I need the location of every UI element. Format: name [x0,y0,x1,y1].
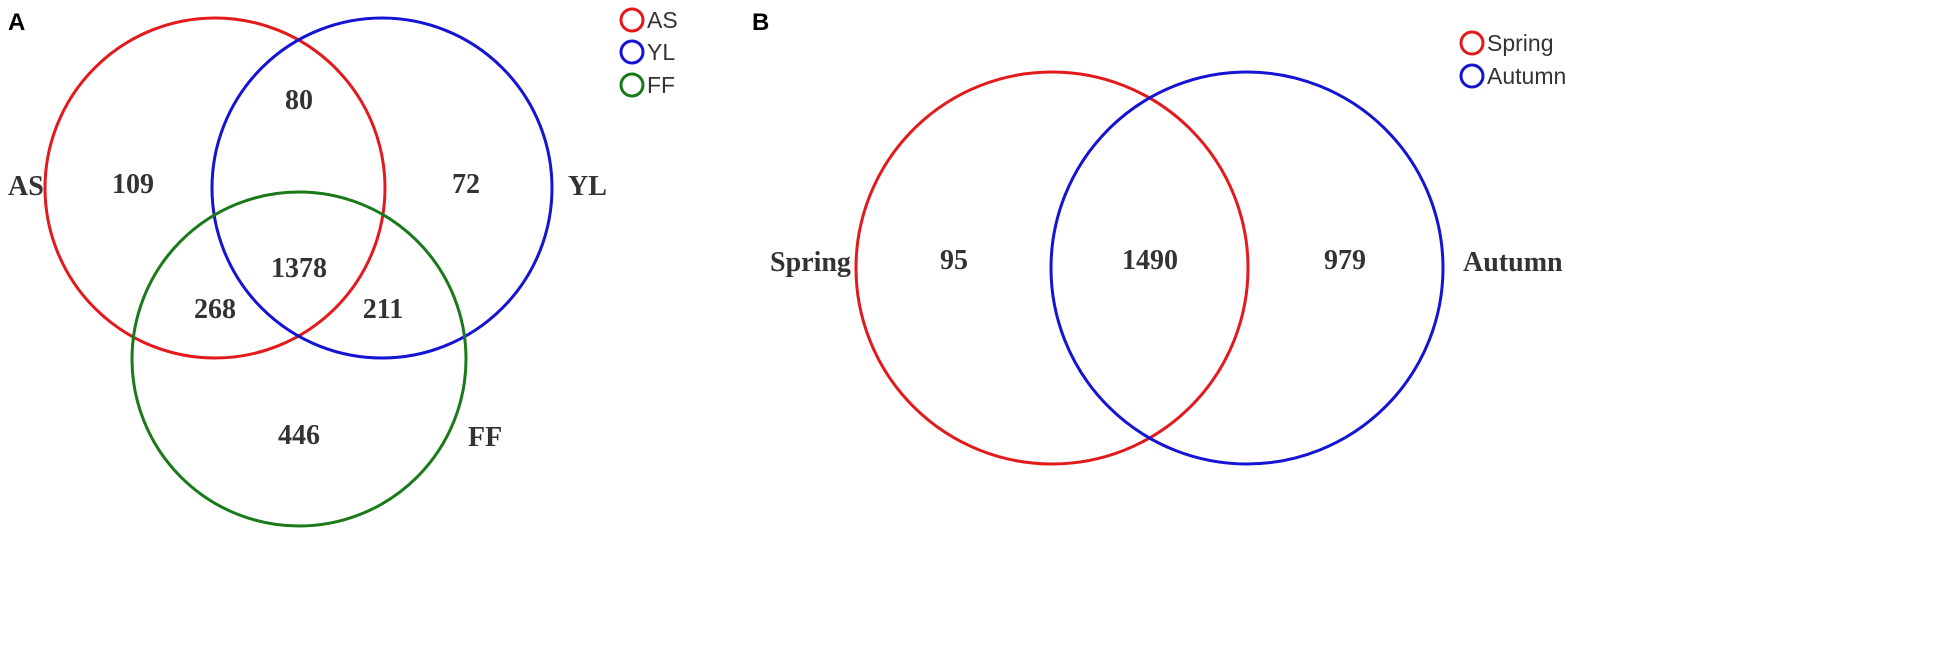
count-as-ff: 268 [194,294,236,325]
count-yl-ff: 211 [363,294,403,325]
circle-yl [210,16,554,360]
set-label-autumn: Autumn [1463,247,1563,278]
legend-item-ff: FF [619,72,675,98]
legend-marker-ff [619,72,645,98]
legend-label-as: AS [647,7,678,33]
legend-label-ff: FF [647,72,675,98]
legend-label-yl: YL [647,39,675,65]
count-ff-only: 446 [278,420,320,451]
legend-marker-yl [619,39,645,65]
count-as-yl: 80 [285,85,313,116]
circle-ff [130,190,468,528]
panel-a: A AS YL FF 80 109 72 1378 268 211 446 AS… [8,7,678,528]
count-yl-only: 72 [452,169,480,200]
count-spring-only: 95 [940,245,968,276]
set-label-ff: FF [468,422,502,453]
legend-label-spring: Spring [1487,30,1553,56]
count-all-three: 1378 [271,253,327,284]
circle-autumn [1049,70,1445,466]
legend-item-spring: Spring [1459,30,1553,56]
legend-item-autumn: Autumn [1459,63,1566,89]
count-as-only: 109 [112,169,154,200]
legend-a: AS YL FF [619,7,678,98]
legend-item-yl: YL [619,39,675,65]
count-both: 1490 [1122,245,1178,276]
panel-b: B Spring Autumn 95 1490 979 Spring Autum… [752,9,1566,466]
set-label-spring: Spring [770,247,851,278]
legend-marker-autumn [1459,63,1485,89]
circle-as [43,16,387,360]
circle-spring [854,70,1250,466]
legend-b: Spring Autumn [1459,30,1566,89]
legend-marker-as [619,7,645,33]
panel-b-letter: B [752,9,769,36]
set-label-yl: YL [568,171,607,202]
count-autumn-only: 979 [1324,245,1366,276]
legend-marker-spring [1459,30,1485,56]
legend-item-as: AS [619,7,678,33]
panel-a-letter: A [8,9,25,36]
legend-label-autumn: Autumn [1487,63,1566,89]
set-label-as: AS [8,171,44,202]
